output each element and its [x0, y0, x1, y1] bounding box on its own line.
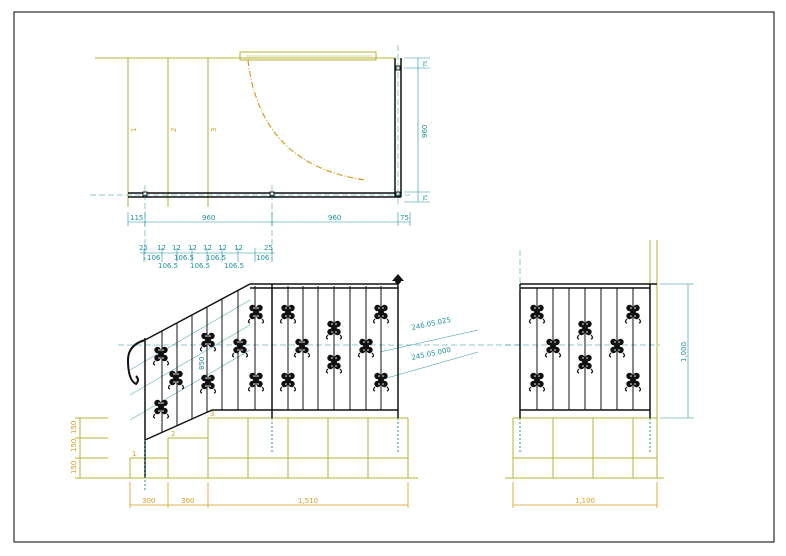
elev-height-850: 850 — [198, 357, 206, 370]
plan-step-2: 2 — [170, 128, 178, 132]
plan-step-3: 3 — [210, 128, 218, 132]
elev-bottom-dim-300a: 300 — [142, 497, 155, 505]
plan-dim-960a: 960 — [202, 214, 215, 222]
plan-view: 1 2 3 115 960 960 75 — [90, 45, 430, 260]
elev-mid-dim-6: 106.5 — [224, 262, 244, 270]
plan-step-1: 1 — [130, 128, 138, 132]
elev-top-dim-4: 12 — [188, 244, 197, 252]
side-height-dim: 1,000 — [680, 342, 688, 362]
plan-dim-right-75b: 75 — [423, 195, 429, 201]
elev-mid-dim-3: 106.5 — [174, 254, 194, 262]
elev-mid-dim-2: 106.5 — [158, 262, 178, 270]
elev-bottom-dim-1510: 1,510 — [298, 497, 318, 505]
elev-top-dim-5: 12 — [203, 244, 212, 252]
plan-dim-75: 75 — [400, 214, 409, 222]
side-bottom-dim: 1,100 — [575, 497, 595, 505]
elev-mid-dim-4: 106.5 — [190, 262, 210, 270]
elev-step-num-3: 3 — [210, 410, 214, 418]
elev-top-dim-7: 12 — [234, 244, 243, 252]
side-elevation: 1,000 1,100 — [505, 240, 694, 508]
elev-step-h-1: 150 — [70, 421, 78, 434]
front-elevation: 25 12 12 12 12 12 12 25 106 106.5 106.5 … — [70, 244, 520, 508]
elev-mid-dim-7: 106 — [256, 254, 270, 262]
elev-top-dim-1: 25 — [139, 244, 148, 252]
plan-dim-right-960: 960 — [421, 125, 429, 138]
handrail-scroll-icon — [126, 339, 146, 386]
elev-ornaments — [152, 304, 390, 419]
finial-icon — [392, 274, 404, 284]
elev-step-h-2: 150 — [70, 439, 78, 452]
elev-callout-2: 245.05.000 — [411, 346, 452, 362]
plan-dim-right-75a: 75 — [423, 61, 429, 67]
elev-step-num-1: 1 — [132, 450, 136, 458]
plan-dim-115: 115 — [130, 214, 143, 222]
sheet-border — [13, 11, 775, 543]
elev-mid-dim-1: 106 — [147, 254, 161, 262]
elev-top-dim-8: 25 — [264, 244, 273, 252]
elev-top-dim-2: 12 — [157, 244, 166, 252]
elev-callout-1: 246.05.025 — [411, 316, 452, 332]
elev-top-dim-6: 12 — [218, 244, 227, 252]
plan-dim-960b: 960 — [328, 214, 341, 222]
elev-bottom-dim-300b: 300 — [181, 497, 194, 505]
elev-step-h-3: 150 — [70, 461, 78, 474]
elev-mid-dim-5: 106.5 — [206, 254, 226, 262]
elev-top-dim-3: 12 — [172, 244, 181, 252]
elev-step-num-2: 2 — [171, 430, 175, 438]
